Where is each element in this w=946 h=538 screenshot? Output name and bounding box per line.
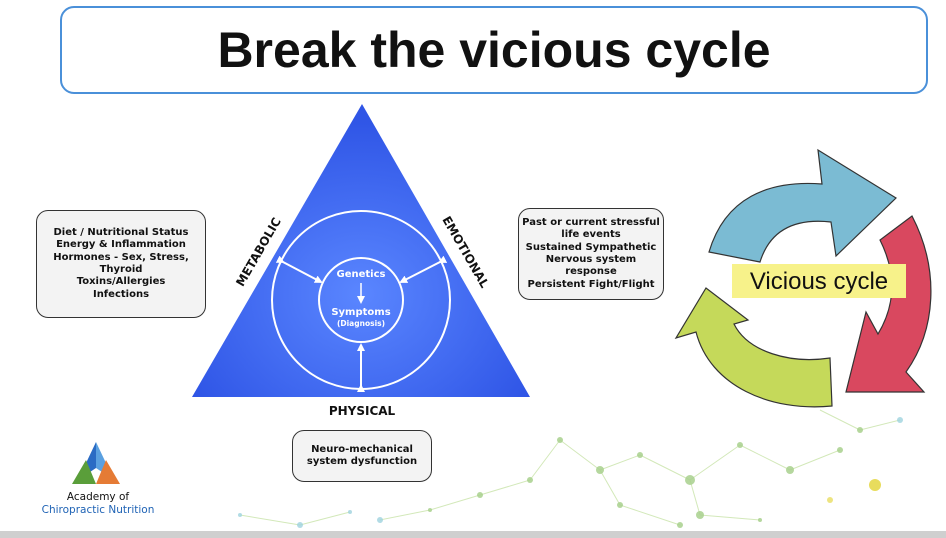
genetics-label: Genetics [337, 269, 386, 280]
logo-line-1: Academy of [66, 491, 130, 503]
title-box: Break the vicious cycle [60, 6, 928, 94]
metabolic-factor-line: Energy & Inflammation [56, 239, 186, 251]
metabolic-factor-line: Thyroid [99, 264, 143, 275]
emotional-factor-line: Sustained Sympathetic [525, 241, 657, 253]
symptoms-label: Symptoms [331, 307, 390, 318]
emotional-factor-line: Nervous system [545, 254, 637, 265]
logo-line-2: Chiropractic Nutrition [41, 504, 155, 516]
page-title: Break the vicious cycle [217, 22, 771, 78]
cycle-arrow-green [674, 287, 833, 408]
metabolic-factor-line: Diet / Nutritional Status [53, 226, 189, 238]
physical-label: PHYSICAL [329, 404, 396, 418]
diagnosis-label: (Diagnosis) [337, 319, 385, 328]
emotional-factor-line: life events [561, 229, 621, 241]
logo-icon [72, 442, 120, 484]
physical-factors-box: Neuro-mechanical system dysfunction [292, 430, 432, 482]
metabolic-factor-line: Toxins/Allergies [76, 276, 166, 288]
emotional-factors-box: Past or current stressful life events Su… [518, 208, 664, 300]
physical-factor-line: Neuro-mechanical [311, 443, 413, 455]
cycle-label: Vicious cycle [750, 268, 888, 295]
emotional-factor-line: response [565, 266, 617, 278]
bottom-bar [0, 531, 946, 538]
metabolic-factor-line: Infections [92, 288, 150, 300]
physical-factor-line: system dysfunction [306, 456, 418, 467]
cycle-label-highlight [732, 264, 906, 298]
emotional-factor-line: Persistent Fight/Flight [527, 278, 655, 290]
inner-circle [318, 257, 404, 343]
triangle-shape [192, 104, 530, 397]
emotional-factor-line: Past or current stressful [522, 216, 660, 228]
metabolic-factor-line: Hormones - Sex, Stress, [53, 251, 189, 263]
metabolic-factors-box: Diet / Nutritional Status Energy & Infla… [36, 210, 206, 318]
cycle-arrow-red [845, 215, 932, 393]
cycle-arrow-blue [708, 148, 897, 263]
